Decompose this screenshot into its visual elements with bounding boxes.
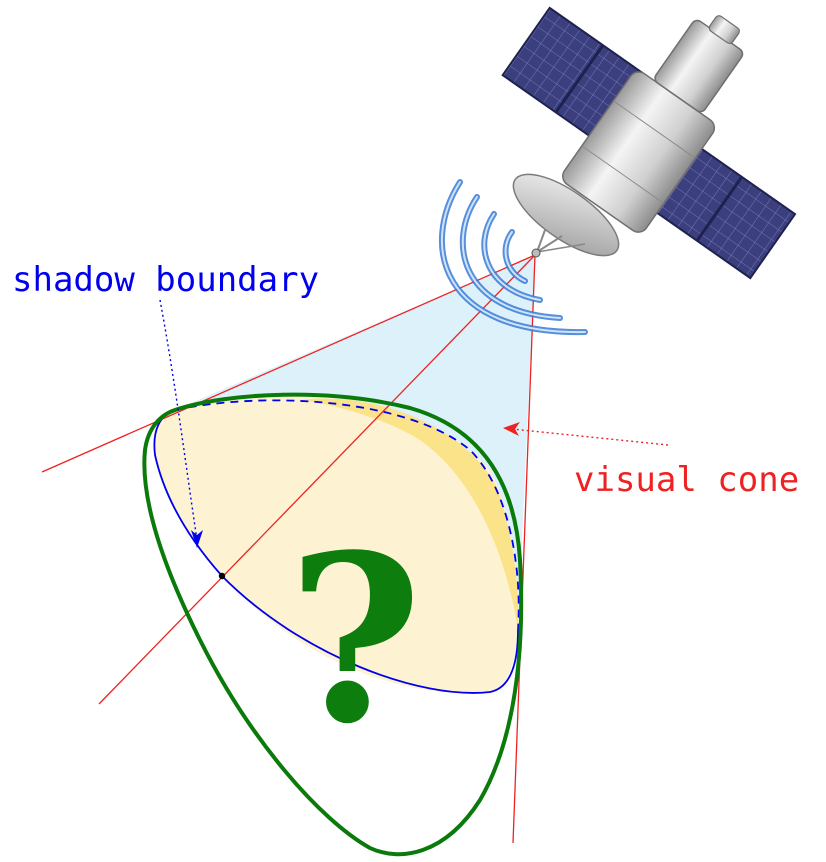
shadow-side-region	[300, 398, 519, 630]
shadow-boundary-label: shadow boundary	[12, 260, 319, 300]
question-mark: ?	[288, 505, 423, 775]
antenna-dish-icon	[512, 173, 620, 258]
object-outline	[142, 392, 524, 857]
shadow-boundary-hidden	[174, 399, 520, 631]
shadow-boundary-arrowhead	[191, 530, 203, 548]
shadow-boundary-pointer	[159, 299, 198, 541]
visual-cone-label: visual cone	[574, 460, 799, 500]
shadow-boundary-visible	[153, 409, 519, 694]
intersection-point	[218, 572, 226, 580]
signal-waves-icon	[438, 179, 588, 336]
satellite-icon	[501, 6, 797, 280]
cone-line-right	[512, 254, 536, 844]
lit-region	[154, 395, 519, 694]
cone-line-left	[41, 254, 536, 473]
visual-cone-pointer	[511, 428, 669, 446]
visual-cone-arrowhead	[503, 422, 520, 436]
cone-line-axis	[98, 254, 536, 705]
visual-cone-area	[175, 255, 535, 630]
